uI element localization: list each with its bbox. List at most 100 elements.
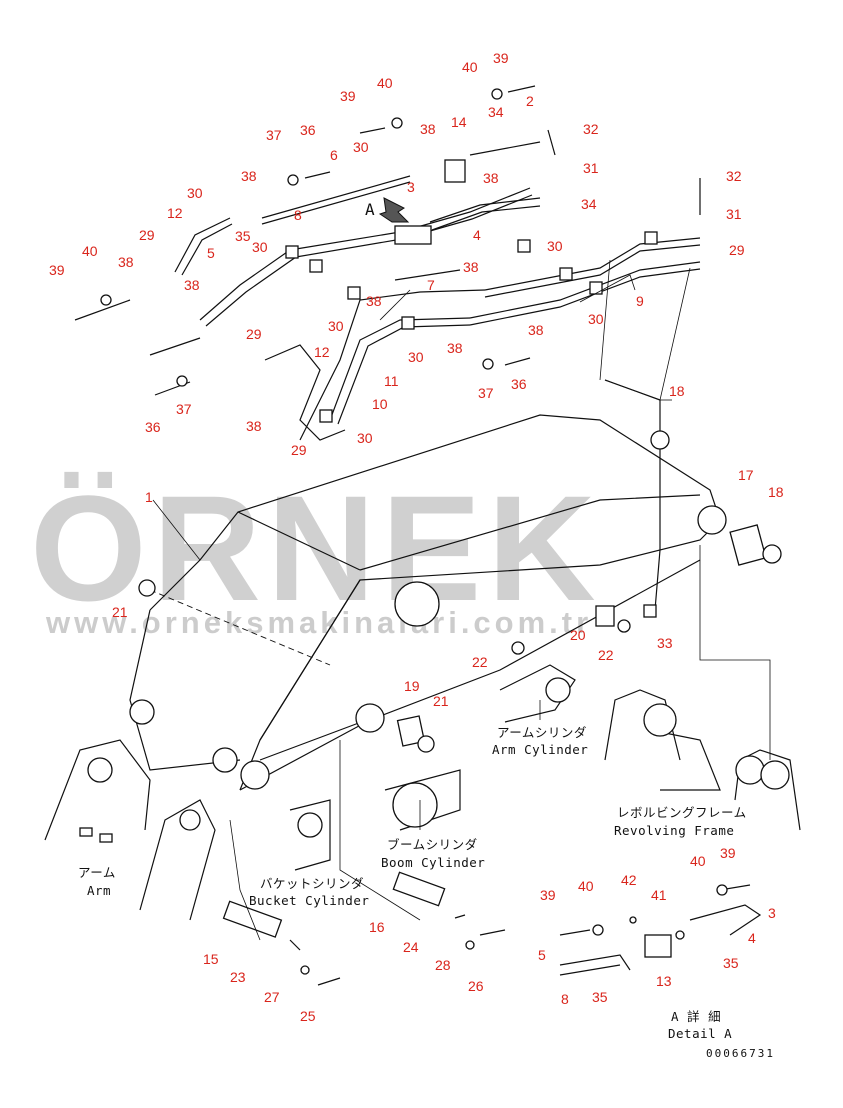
callout: 37 — [266, 127, 282, 143]
boom-pin-boss — [212, 747, 238, 773]
callout: 36 — [300, 122, 316, 138]
revolving-frame — [604, 689, 801, 831]
arm-label-jp: アーム — [78, 865, 116, 880]
callout: 39 — [49, 262, 65, 278]
callout: 21 — [433, 693, 449, 709]
callout: 39 — [493, 50, 509, 66]
callout: 41 — [651, 887, 667, 903]
callout: 27 — [264, 989, 280, 1005]
callout: 30 — [547, 238, 563, 254]
callout: 37 — [176, 401, 192, 417]
callout: 26 — [468, 978, 484, 994]
callout: 30 — [588, 311, 604, 327]
callout: 38 — [246, 418, 262, 434]
callout: 23 — [230, 969, 246, 985]
boom — [129, 379, 727, 791]
pin — [222, 900, 283, 938]
callout: 34 — [488, 104, 504, 120]
callout: 29 — [246, 326, 262, 342]
callout: 12 — [167, 205, 183, 221]
callout: 25 — [300, 1008, 316, 1024]
washer — [176, 375, 188, 387]
washer — [287, 174, 299, 186]
clamp — [319, 409, 333, 423]
ring — [511, 641, 525, 655]
arm-cylinder-label-jp: アームシリンダ — [497, 725, 587, 740]
callout: 7 — [427, 277, 435, 293]
pin — [392, 871, 446, 907]
grease-fitting — [643, 604, 657, 618]
boom-pin-boss — [240, 760, 270, 790]
callout: 3 — [407, 179, 415, 195]
callout: 31 — [726, 206, 742, 222]
ring — [650, 430, 670, 450]
bucket-cylinder — [289, 799, 331, 871]
callout: 40 — [578, 878, 594, 894]
bushing-group — [138, 430, 782, 753]
ring — [417, 735, 435, 753]
clamp — [401, 316, 415, 330]
callout: 4 — [748, 930, 756, 946]
callout: 36 — [511, 376, 527, 392]
callout: 30 — [408, 349, 424, 365]
washer — [491, 88, 503, 100]
boom-cylinder — [384, 769, 461, 831]
callout: 40 — [82, 243, 98, 259]
callout: 35 — [235, 228, 251, 244]
block — [444, 159, 466, 183]
detail-a-top-callouts: 40 39 — [690, 845, 736, 869]
callout: 38 — [366, 293, 382, 309]
callout: 32 — [583, 121, 599, 137]
drawing-number: 00066731 — [706, 1047, 775, 1060]
callout: 8 — [561, 991, 569, 1007]
watermark: ÖRNEK www.orneksmakinalari.com.tr — [30, 464, 596, 640]
revolving-frame-label-jp: レボルビングフレーム — [617, 805, 747, 820]
callout: 22 — [472, 654, 488, 670]
boom-pin-boss — [355, 703, 385, 733]
callout: 38 — [483, 170, 499, 186]
boom-pin-boss — [129, 699, 155, 725]
callout: 32 — [726, 168, 742, 184]
washer — [482, 358, 494, 370]
callout: 14 — [451, 114, 467, 130]
arm-cylinder — [499, 664, 576, 723]
callout: 8 — [294, 207, 302, 223]
callout: 24 — [403, 939, 419, 955]
clamp — [559, 267, 573, 281]
callout: 35 — [592, 989, 608, 1005]
arm — [44, 739, 216, 921]
clamp — [347, 286, 361, 300]
callout: 38 — [528, 322, 544, 338]
clamp — [309, 259, 323, 273]
washer — [100, 294, 112, 306]
clamp — [589, 281, 603, 295]
bushing — [729, 524, 767, 566]
callout: 39 — [540, 887, 556, 903]
detail-a — [559, 884, 762, 976]
callout: 5 — [207, 245, 215, 261]
callout: 4 — [473, 227, 481, 243]
boom-foot-bushing — [697, 505, 727, 535]
callout: 20 — [570, 627, 586, 643]
callout: 19 — [404, 678, 420, 694]
callout: 28 — [435, 957, 451, 973]
callout: 3 — [768, 905, 776, 921]
bolt-group — [74, 85, 701, 396]
callout: 21 — [112, 604, 128, 620]
callout: 31 — [583, 160, 599, 176]
callout: 9 — [636, 293, 644, 309]
callout: 34 — [581, 196, 597, 212]
callout: 38 — [241, 168, 257, 184]
callout: 39 — [720, 845, 736, 861]
washer — [391, 117, 403, 129]
callout: 38 — [447, 340, 463, 356]
callout: 29 — [729, 242, 745, 258]
boom-cylinder-label-en: Boom Cylinder — [381, 855, 485, 870]
manifold — [394, 225, 432, 245]
view-arrow — [378, 197, 410, 223]
ring — [762, 544, 782, 564]
captions: アームシリンダ Arm Cylinder ブームシリンダ Boom Cylind… — [78, 725, 775, 1060]
callout: 18 — [669, 383, 685, 399]
callout: 36 — [145, 419, 161, 435]
callout: 17 — [738, 467, 754, 483]
